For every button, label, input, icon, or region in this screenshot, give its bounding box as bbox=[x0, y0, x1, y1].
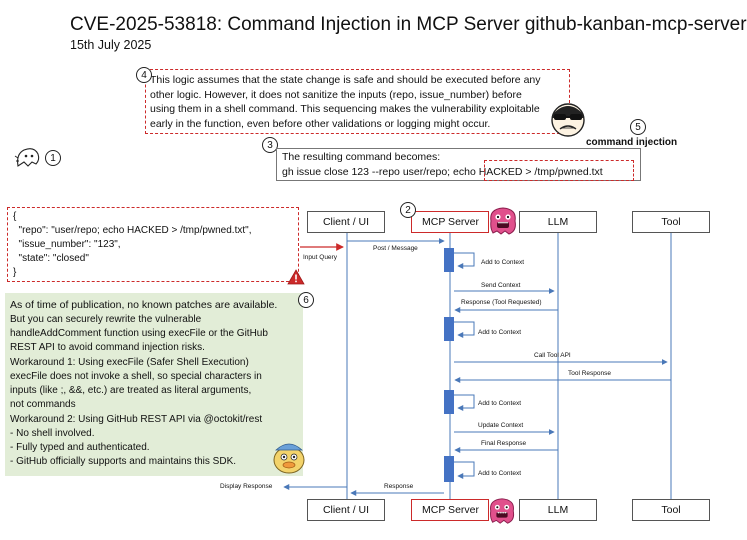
json-line: "issue_number": "123", bbox=[13, 239, 121, 250]
pink-monster-icon bbox=[487, 205, 519, 242]
add-context-label: Add to Context bbox=[478, 470, 521, 477]
page-title: CVE-2025-53818: Command Injection in MCP… bbox=[70, 14, 747, 35]
input-query-label: Input Query bbox=[303, 254, 337, 261]
response-tool-requested-label: Response (Tool Requested) bbox=[461, 299, 542, 306]
activation-box-2 bbox=[444, 317, 454, 341]
activation-box-3 bbox=[444, 390, 454, 414]
post-message-label: Post / Message bbox=[373, 245, 418, 252]
add-context-loop-2 bbox=[454, 321, 475, 338]
mitigation-box bbox=[5, 293, 303, 476]
hacker-face-icon bbox=[548, 99, 588, 144]
llm-box-top: LLM bbox=[519, 211, 597, 233]
note-4-line: early in the function, even before other… bbox=[150, 117, 491, 130]
step-marker-6: 6 bbox=[298, 292, 314, 308]
step-marker-5: 5 bbox=[630, 119, 646, 135]
mitigation-line: But you can securely rewrite the vulnera… bbox=[10, 314, 202, 325]
step-marker-4: 4 bbox=[136, 67, 152, 83]
add-context-loop-3 bbox=[454, 394, 475, 411]
llm-box-bottom: LLM bbox=[519, 499, 597, 521]
mitigation-line: Workaround 2: Using GitHub REST API via … bbox=[10, 414, 263, 425]
publish-date: 15th July 2025 bbox=[70, 38, 152, 52]
mitigation-line: As of time of publication, no known patc… bbox=[10, 299, 278, 311]
display-response-label: Display Response bbox=[220, 483, 273, 490]
json-line: "repo": "user/repo; echo HACKED > /tmp/p… bbox=[13, 225, 252, 236]
mitigation-line: not commands bbox=[10, 399, 76, 410]
step-marker-1: 1 bbox=[45, 150, 61, 166]
mitigation-line: inputs (like ;, &&, etc.) are treated as… bbox=[10, 385, 252, 396]
warning-icon bbox=[287, 269, 305, 290]
update-context-label: Update Context bbox=[478, 422, 524, 429]
resulting-command-intro: The resulting command becomes: bbox=[282, 151, 441, 163]
mitigation-line: Workaround 1: Using execFile (Safer Shel… bbox=[10, 357, 249, 368]
add-context-label: Add to Context bbox=[481, 259, 524, 266]
activation-box-1 bbox=[444, 248, 454, 272]
add-context-label: Add to Context bbox=[478, 400, 521, 407]
sequence-diagram bbox=[283, 232, 672, 499]
json-line: "state": "closed" bbox=[13, 253, 89, 264]
command-injection-label: command injection bbox=[586, 137, 678, 148]
note-4-line: other logic. However, it does not saniti… bbox=[150, 88, 522, 101]
tool-box-bottom: Tool bbox=[632, 499, 710, 521]
ghost-icon bbox=[14, 146, 42, 173]
response-label: Response bbox=[384, 483, 414, 490]
mitigation-line: - Fully typed and authenticated. bbox=[10, 442, 150, 453]
duck-mascot-icon bbox=[270, 440, 308, 481]
send-context-label: Send Context bbox=[481, 282, 521, 289]
add-context-loop-1 bbox=[454, 252, 475, 269]
call-tool-api-label: Call Tool API bbox=[534, 352, 571, 359]
note-4-line: using them in a shell command. This sequ… bbox=[150, 103, 540, 115]
server-box-top: MCP Server bbox=[411, 211, 489, 233]
mitigation-line: handleAddComment function using execFile… bbox=[10, 328, 268, 339]
mitigation-line: REST API to avoid command injection risk… bbox=[10, 342, 205, 353]
tool-response-label: Tool Response bbox=[568, 370, 611, 377]
add-context-loop-4 bbox=[454, 461, 475, 479]
pink-monster-icon bbox=[487, 496, 517, 531]
resulting-command-box bbox=[276, 148, 641, 181]
add-context-label: Add to Context bbox=[478, 329, 521, 336]
activation-box-4 bbox=[444, 456, 454, 482]
note-4-text: This logic assumes that the state change… bbox=[150, 73, 565, 131]
final-response-label: Final Response bbox=[481, 440, 527, 447]
mitigation-line: - No shell involved. bbox=[10, 428, 95, 439]
json-line: { bbox=[13, 211, 17, 222]
note-4-line: This logic assumes that the state change… bbox=[150, 74, 541, 86]
mitigation-line: - GitHub officially supports and maintai… bbox=[10, 456, 237, 467]
resulting-command-text: gh issue close 123 --repo user/repo; ech… bbox=[282, 166, 603, 178]
client-box-bottom: Client / UI bbox=[307, 499, 385, 521]
tool-box-top: Tool bbox=[632, 211, 710, 233]
step-marker-2: 2 bbox=[400, 202, 416, 218]
json-line: } bbox=[13, 267, 17, 278]
client-box-top: Client / UI bbox=[307, 211, 385, 233]
mitigation-line: execFile does not invoke a shell, so spe… bbox=[10, 371, 262, 382]
server-box-bottom: MCP Server bbox=[411, 499, 489, 521]
injected-payload-highlight bbox=[484, 160, 634, 181]
json-payload-box bbox=[7, 207, 299, 282]
note-box-4 bbox=[145, 69, 570, 134]
step-marker-3: 3 bbox=[262, 137, 278, 153]
